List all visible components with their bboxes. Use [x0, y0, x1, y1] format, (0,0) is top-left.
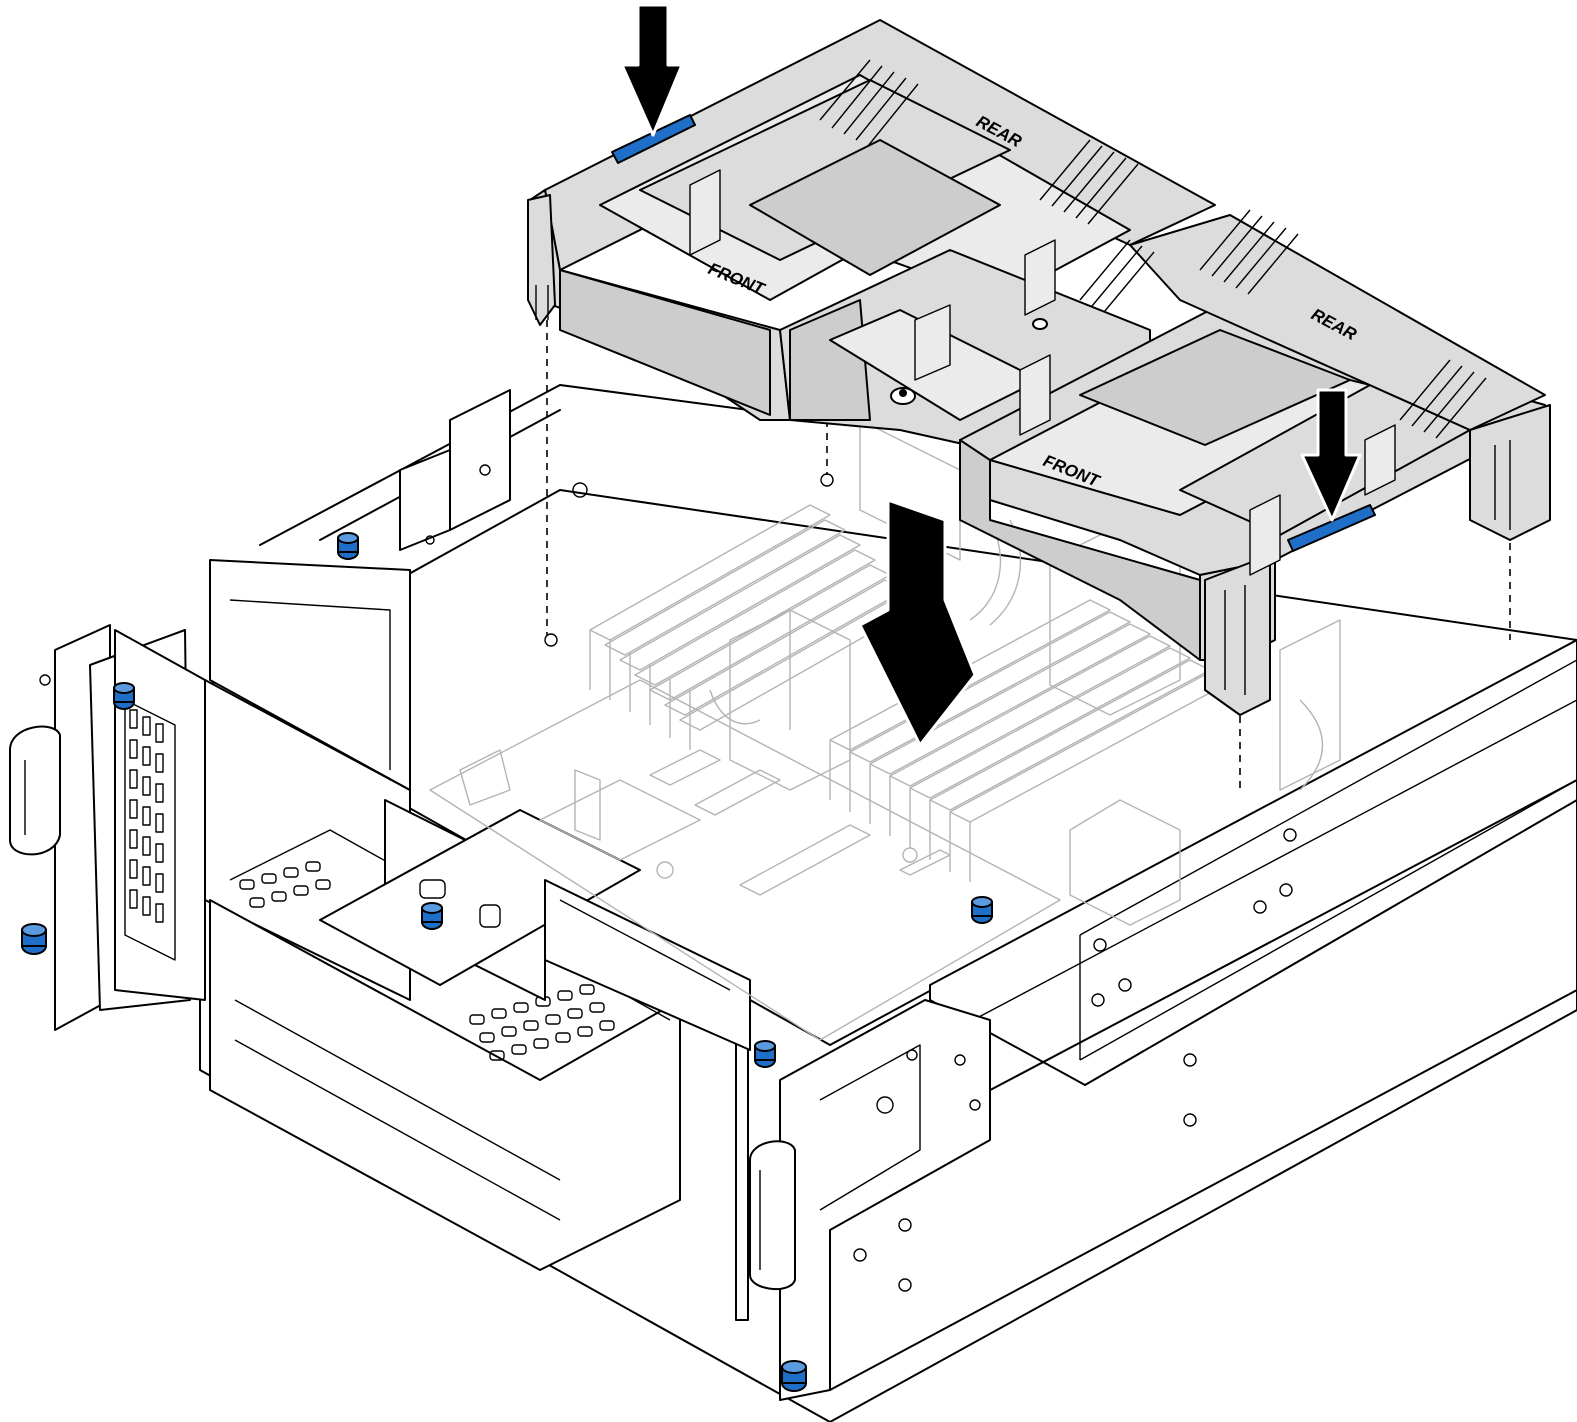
air-baffle: REAR REAR FRONT FRONT: [527, 19, 1551, 716]
release-tab-icon: [611, 114, 1376, 552]
down-arrow-icon: [1300, 388, 1362, 522]
left-front-bay: [114, 559, 751, 1271]
server-chassis: [9, 384, 1577, 1422]
down-arrow-icon: [858, 498, 977, 747]
thumbscrew-icon: [21, 532, 993, 1392]
right-rack-ear: [735, 999, 991, 1401]
down-arrow-icon: [620, 3, 684, 137]
chassis-latch: [399, 389, 588, 551]
